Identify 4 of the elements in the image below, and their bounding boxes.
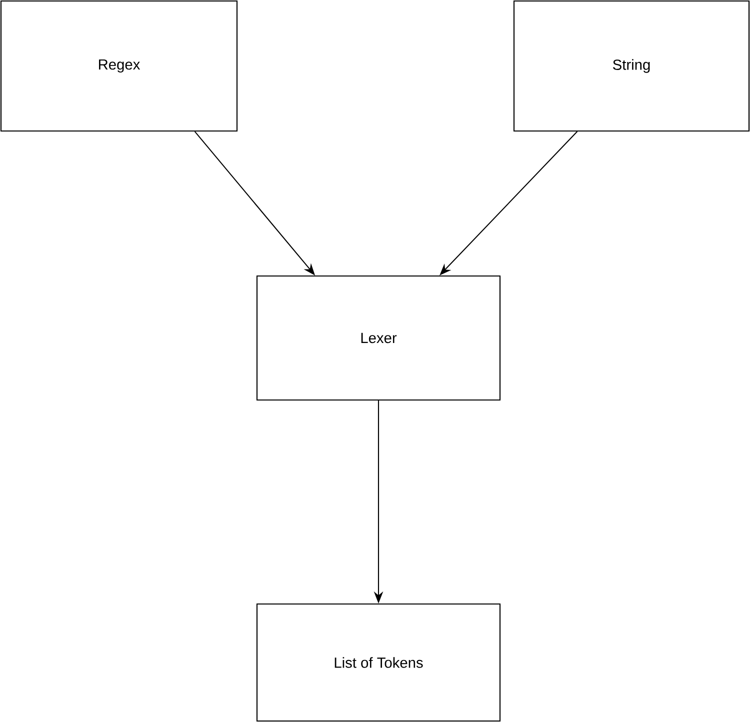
process-box: Regex bbox=[0, 0, 238, 132]
process-box: List of Tokens bbox=[256, 603, 501, 722]
process-box: Lexer bbox=[256, 275, 501, 401]
process-box: String bbox=[513, 0, 750, 132]
